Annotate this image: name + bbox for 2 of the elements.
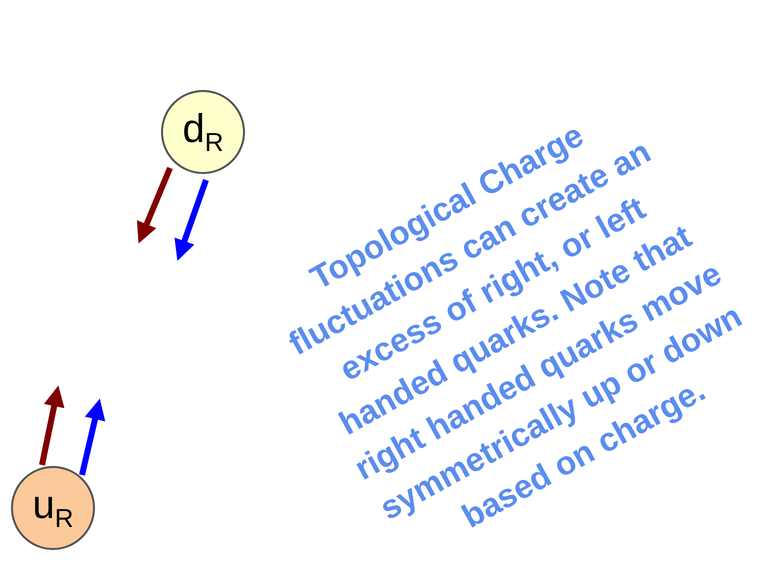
particle-symbol: d$_{R}$ bbox=[182, 109, 224, 155]
particle-symbol: u$_{R}$ bbox=[32, 485, 74, 531]
